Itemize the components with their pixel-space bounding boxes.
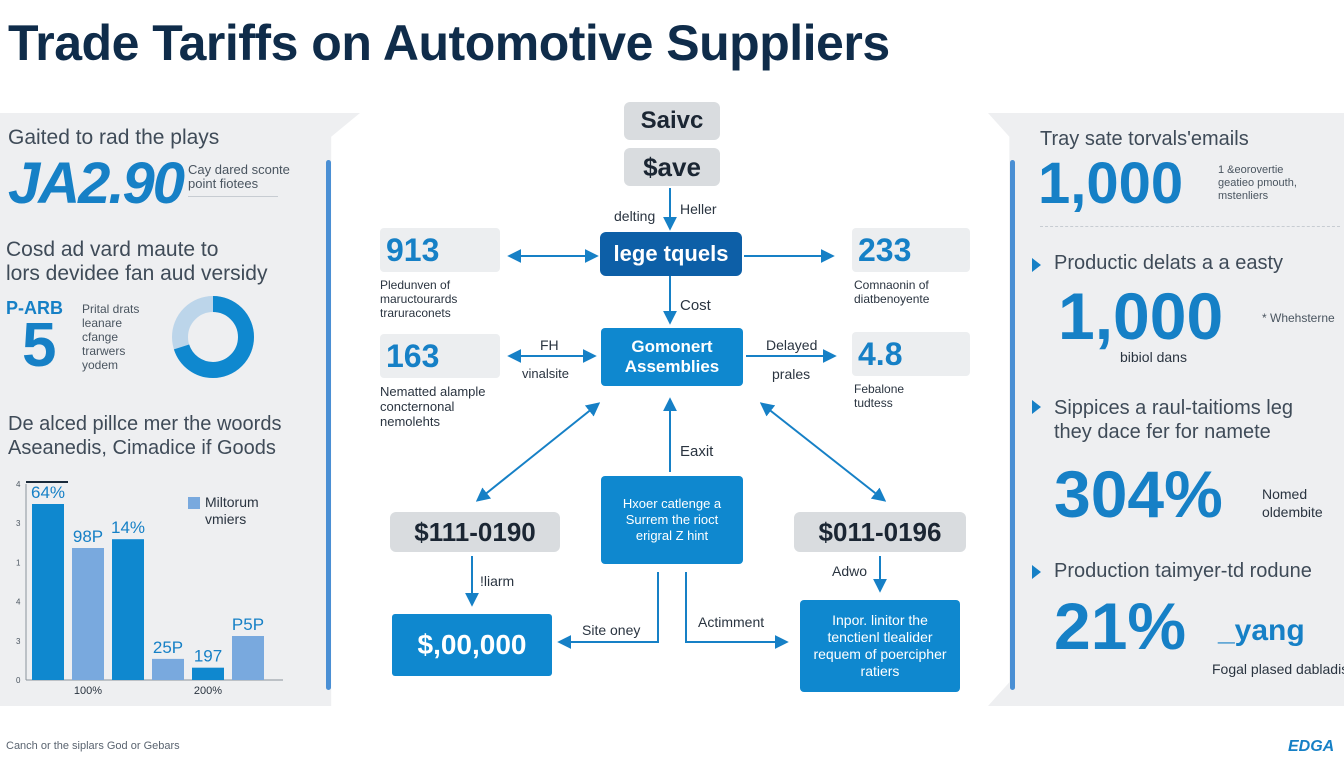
save-pill-1[interactable]: Saivc <box>624 102 720 140</box>
bar-label-1: 98P <box>73 527 103 546</box>
node-lege-tquels[interactable]: lege tquels <box>600 232 742 276</box>
arrow-box-to-bottom-left <box>557 572 659 649</box>
right-panel <box>988 113 1344 706</box>
arrow-box-to-bottom-right <box>685 572 789 649</box>
label-heller: Heller <box>680 201 717 217</box>
right-stat-2: 1,000 <box>1058 279 1224 353</box>
bullet-triangle-2 <box>1032 400 1041 414</box>
right-heading-1: Tray sate torvals'emails <box>1040 128 1249 150</box>
label-actimment: Actimment <box>698 614 765 630</box>
right-stat-4-caption: Fogal plased dabladis <box>1212 661 1344 677</box>
bar-4 <box>192 667 224 680</box>
right-accent-bar <box>1010 160 1015 690</box>
left-stat-2-caption: Prital drats leanare cfange trarwers yod… <box>82 302 140 372</box>
page-title: Trade Tariffs on Automotive Suppliers <box>8 15 890 71</box>
bar-label-4: 197 <box>194 647 222 666</box>
right-stat-1: 1,000 <box>1038 151 1184 216</box>
stat-mid-left-caption: Nematted alample concternonal nemolehts <box>380 384 486 429</box>
stat-mid-right-caption: Febalone tudtess <box>854 382 905 410</box>
arrow-mid-to-left-money <box>475 402 601 502</box>
label-prales: prales <box>772 366 811 382</box>
node-bottom-right[interactable]: Inpor. linitor the tenctienl tlealider r… <box>800 600 960 692</box>
footer-caption: Canch or the siplars God or Gebars <box>6 740 180 752</box>
brand-logo: EDGA <box>1288 738 1335 755</box>
bar-label-2: 14% <box>111 518 145 537</box>
bar-chart: 64% 98P 14% 25P 197 P5P 4 3 1 4 3 0 100% 200% <box>16 480 283 697</box>
bar-1 <box>72 548 104 680</box>
bullet-triangle-1 <box>1032 258 1041 272</box>
bar-5 <box>232 636 264 680</box>
left-stat-2: 5 <box>22 311 57 380</box>
right-stat-3-caption: Nomed oldembite <box>1262 486 1323 520</box>
label-fh: FH <box>540 337 559 353</box>
label-vinalsite: vinalsite <box>522 366 569 381</box>
money-pill-right[interactable]: $011-0196 <box>794 512 966 552</box>
money-pill-left[interactable]: $111-0190 <box>390 512 560 552</box>
right-bullet-1: Productic delats a a easty <box>1054 252 1284 274</box>
right-divider-1 <box>1040 226 1340 227</box>
right-stat-3: 304% <box>1054 457 1223 531</box>
stat-top-left-caption: Pledunven of maructourards traruraconets <box>380 278 458 320</box>
x-tick-0: 100% <box>74 685 102 697</box>
y-tick-0: 4 <box>16 480 21 489</box>
left-accent-bar <box>326 160 331 690</box>
donut-arc <box>172 296 254 378</box>
bar-label-0: 64% <box>31 483 65 502</box>
save-pill-2[interactable]: $ave <box>624 148 720 186</box>
bar-3 <box>152 658 184 680</box>
bar-group <box>32 504 264 680</box>
label-eaxit: Eaxit <box>680 443 714 460</box>
label-iliarm: !liarm <box>480 573 515 589</box>
stat-box-mid-right: 4.8 <box>852 332 970 376</box>
left-divider-1 <box>188 196 278 197</box>
right-bullet-3: Production taimyer-td rodune <box>1054 560 1312 582</box>
y-tick-2: 1 <box>16 558 21 567</box>
y-ticks: 4 3 1 4 3 0 <box>16 480 21 685</box>
x-ticks: 100% 200% <box>74 685 222 697</box>
left-tag: P-ARB <box>6 298 63 318</box>
right-stat-1-caption: 1 &eorovertie geatieo pmouth, mstenliers <box>1218 164 1297 202</box>
bar-labels: 64% 98P 14% 25P 197 P5P <box>31 483 264 666</box>
y-tick-4: 3 <box>16 637 21 646</box>
bar-2 <box>112 539 144 680</box>
x-tick-1: 200% <box>194 685 222 697</box>
node-challenge-box[interactable]: Hxoer catlenge a Surrem the rioct erigra… <box>601 476 743 564</box>
bar-0 <box>32 504 64 680</box>
money-box-bottom[interactable]: $,00,000 <box>392 614 552 676</box>
label-delayed: Delayed <box>766 337 818 353</box>
bar-label-3: 25P <box>153 638 183 657</box>
arrow-mid-to-right-money <box>759 402 887 502</box>
right-bullet-2: Sippices a raul-taitioms leg they dace f… <box>1054 397 1293 443</box>
bar-label-5: P5P <box>232 615 264 634</box>
right-stat-4-suffix: _yang <box>1218 614 1305 647</box>
bullet-triangle-3 <box>1032 565 1041 579</box>
left-heading-3: De alced pillce mer the woords Aseanedis… <box>8 413 282 459</box>
node-component-assemblies[interactable]: Gomonert Assemblies <box>601 328 743 386</box>
stat-box-top-right: 233 <box>852 228 970 272</box>
right-stat-2-caption: bibiol dans <box>1120 349 1187 365</box>
stat-box-top-left: 913 <box>380 228 500 272</box>
label-cost: Cost <box>680 297 711 314</box>
left-donut <box>172 296 254 378</box>
left-stat-1-caption: Cay dared sconte point fiotees <box>188 162 290 191</box>
right-stat-4: 21% <box>1054 589 1187 663</box>
left-heading-2: Cosd ad vard maute to lors devidee fan a… <box>6 238 268 285</box>
right-stat-2-side: * Whehsterne <box>1262 311 1335 325</box>
legend-label: Miltorum vmiers <box>205 494 259 527</box>
stat-top-right-caption: Comnaonin of diatbenoyente <box>854 278 930 306</box>
label-adwo: Adwo <box>832 563 868 579</box>
y-tick-5: 0 <box>16 676 21 685</box>
stat-box-mid-left: 163 <box>380 334 500 378</box>
legend-swatch <box>188 497 200 509</box>
y-tick-3: 4 <box>16 598 21 607</box>
left-heading-1: Gaited to rad the plays <box>8 126 220 149</box>
y-tick-1: 3 <box>16 519 21 528</box>
left-stat-1: JA2.90 <box>8 151 185 216</box>
label-site-oney: Site oney <box>582 622 641 638</box>
label-delting: delting <box>614 208 656 224</box>
